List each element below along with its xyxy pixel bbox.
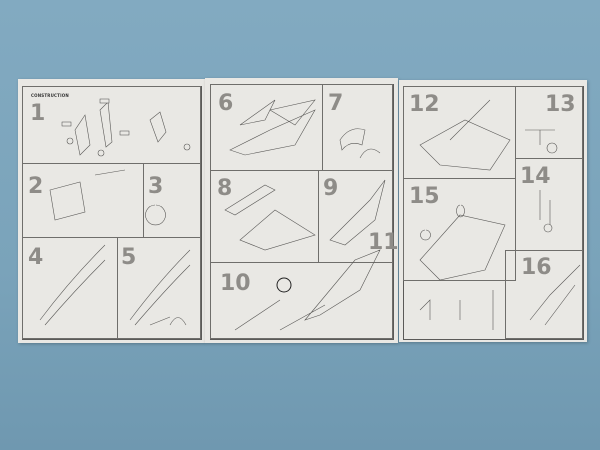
step-number: 14 [520, 164, 551, 189]
step-number: 5 [121, 245, 137, 270]
step-number: 1 [30, 101, 46, 126]
step-number: 12 [409, 92, 440, 117]
step-number: 2 [28, 174, 44, 199]
step-number: 8 [217, 176, 233, 201]
step-number: 4 [28, 245, 44, 270]
step-number: 11 [368, 230, 399, 255]
step-number: 3 [148, 174, 164, 199]
step-number: 9 [323, 176, 339, 201]
step-number: 15 [409, 184, 440, 209]
step-15-panel [403, 178, 516, 281]
step-number: 6 [218, 91, 234, 116]
step-5-panel [117, 237, 201, 339]
step-16-panel [505, 250, 583, 339]
instruction-page-middle [205, 78, 398, 343]
step-10-panel [210, 262, 393, 339]
section-title: CONSTRUCTION [31, 93, 69, 98]
instruction-page-left [18, 79, 205, 343]
step-number: 7 [328, 91, 344, 116]
step-number: 16 [521, 255, 552, 280]
step-number: 13 [545, 92, 576, 117]
step-number: 10 [220, 271, 251, 296]
